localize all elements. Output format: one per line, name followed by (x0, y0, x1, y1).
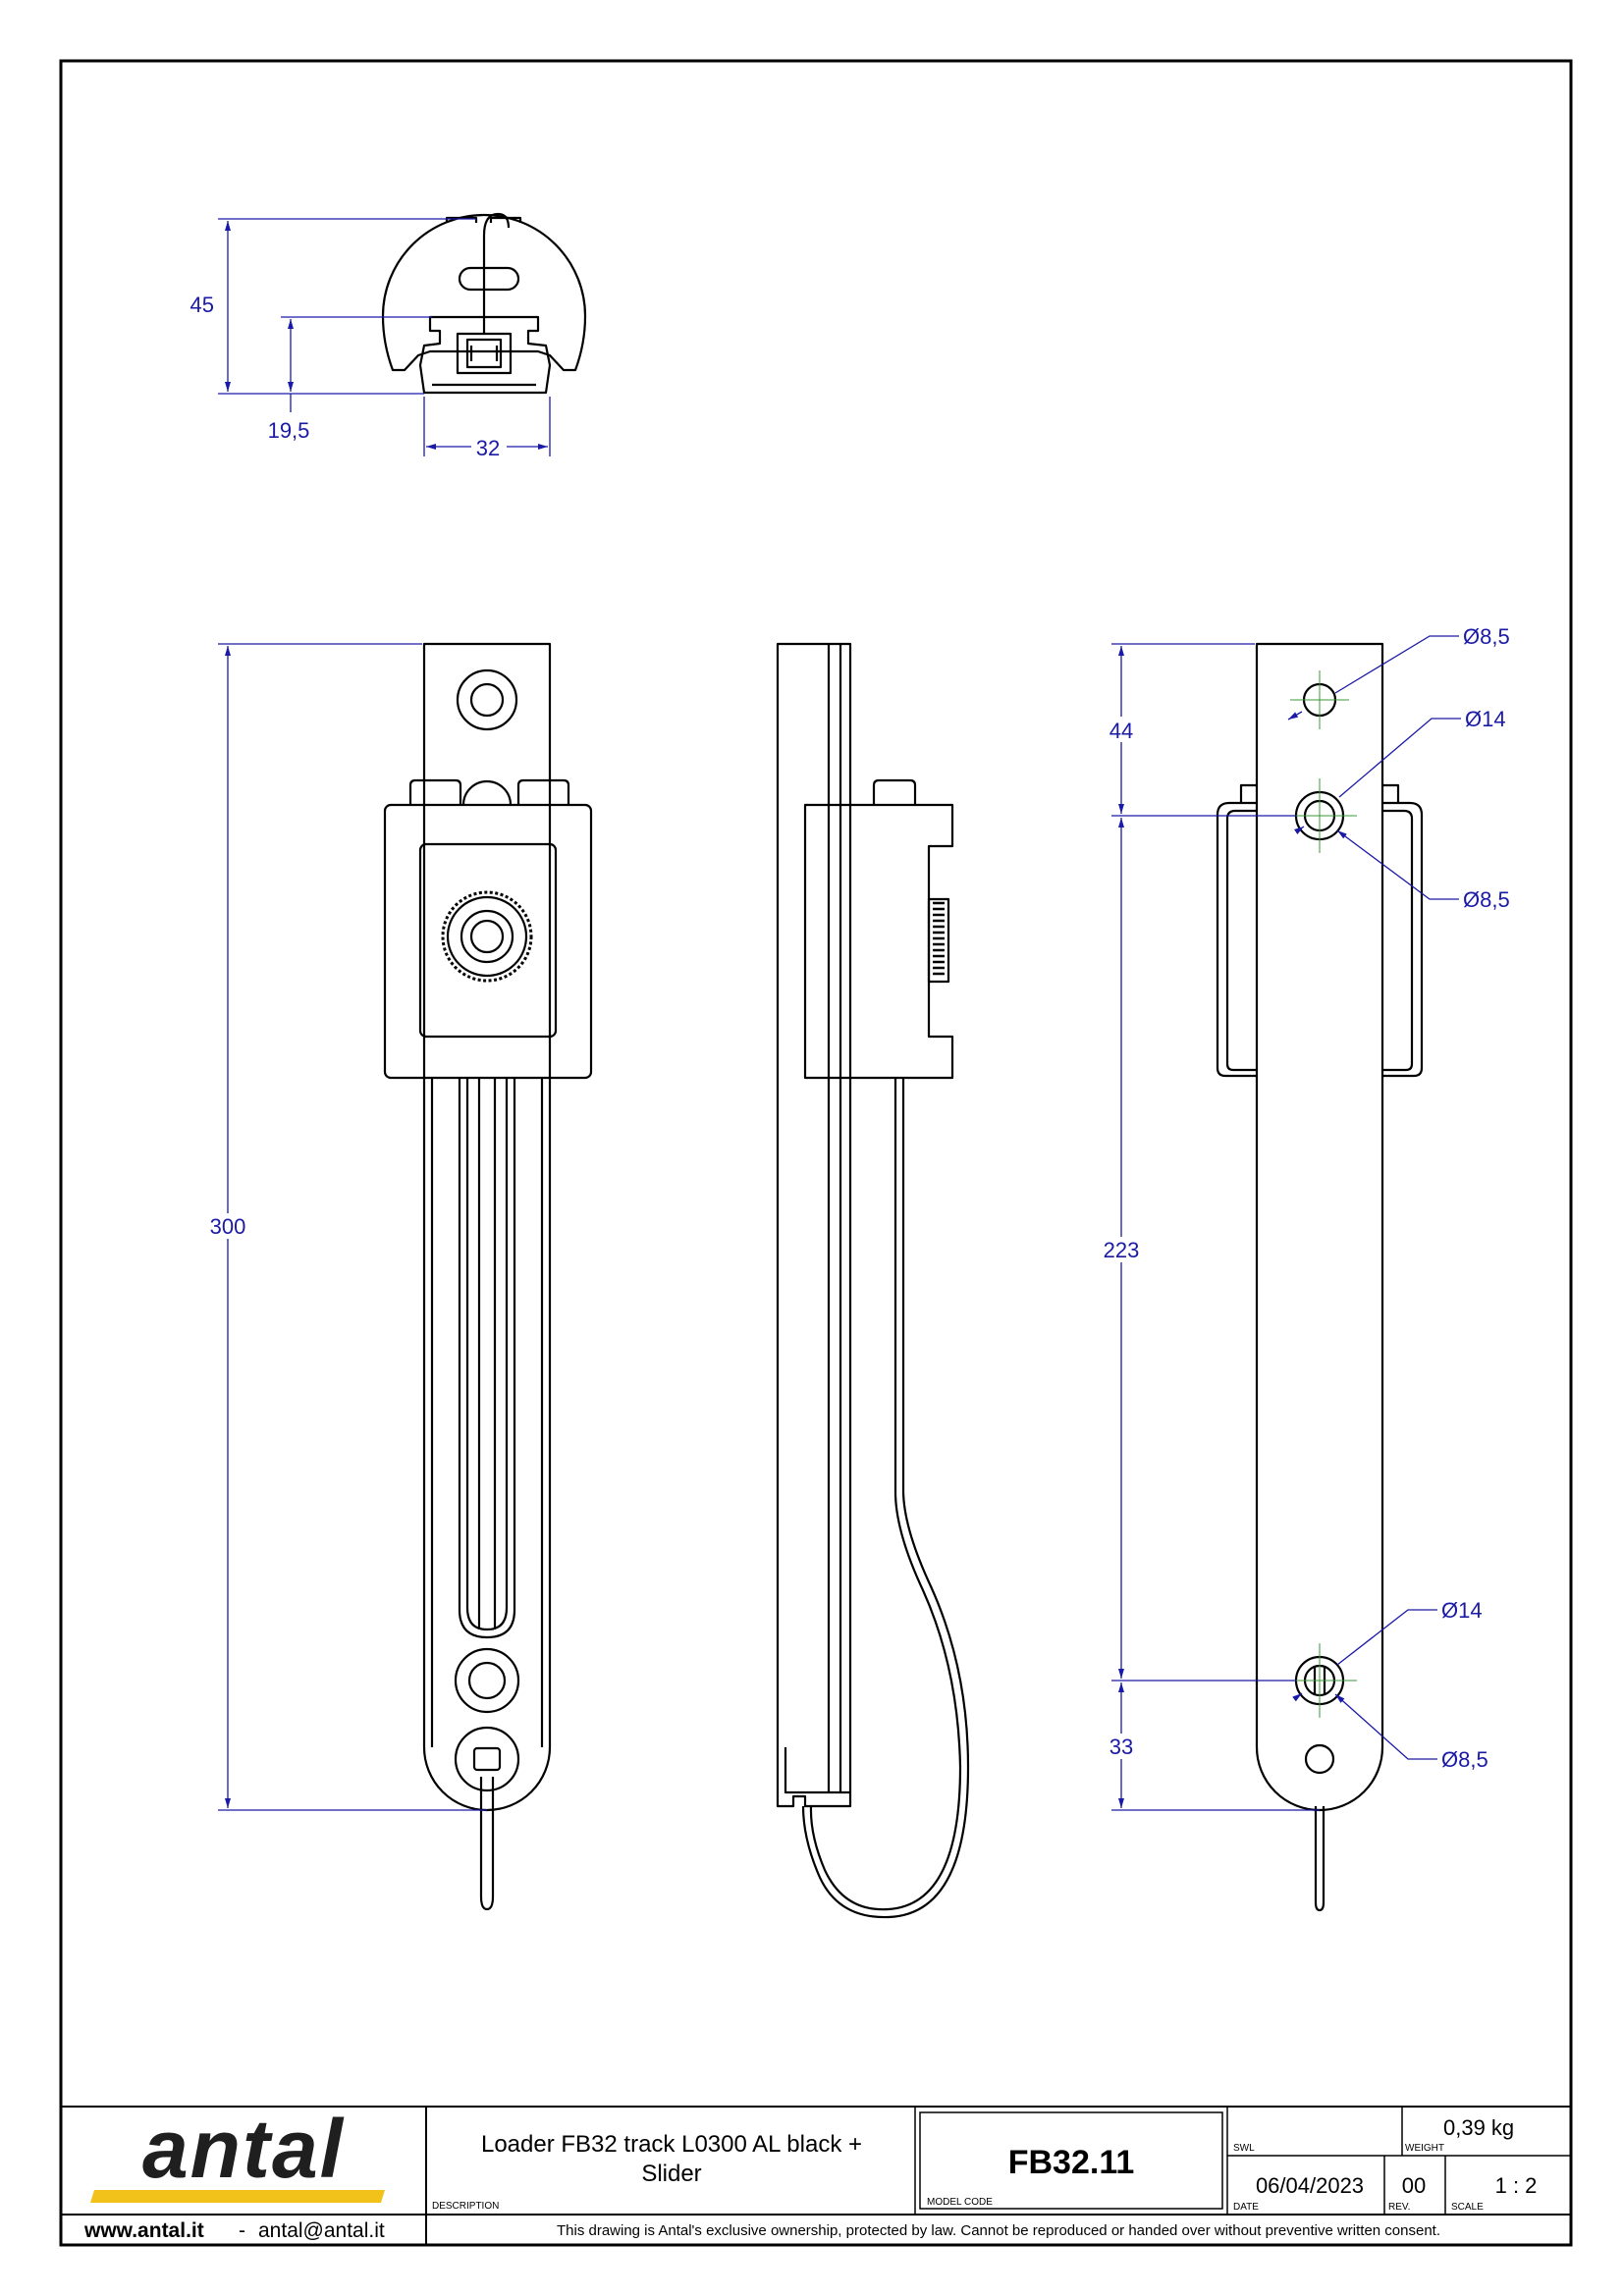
dim-hole-top-offset: 44 (1109, 719, 1133, 743)
antal-logo: antal (90, 2103, 385, 2203)
dim-top-inner-height: 19,5 (268, 418, 310, 443)
date-label: DATE (1233, 2202, 1259, 2213)
website-link[interactable]: www.antal.it (83, 2219, 204, 2242)
scale-label: SCALE (1451, 2202, 1484, 2213)
dim-dia-lower-counterbore: Ø14 (1441, 1598, 1483, 1623)
weight-value: 0,39 kg (1443, 2115, 1514, 2140)
weight-label: WEIGHT (1405, 2143, 1444, 2154)
title-block (61, 2106, 1571, 2245)
drawing-frame (59, 59, 1573, 2247)
model-code: FB32.11 (1008, 2144, 1135, 2181)
dim-hole-spacing: 223 (1104, 1238, 1140, 1262)
swl-label: SWL (1233, 2143, 1255, 2154)
description-label: DESCRIPTION (432, 2201, 499, 2212)
front-view (383, 642, 593, 1911)
dim-top-width: 32 (476, 436, 500, 460)
dim-top-height: 45 (190, 293, 214, 317)
model-code-label: MODEL CODE (927, 2197, 993, 2208)
dim-dia-upper-hole: Ø8,5 (1463, 887, 1510, 912)
email-link[interactable]: antal@antal.it (258, 2219, 385, 2242)
rev-label: REV. (1388, 2202, 1410, 2213)
scale-value: 1 : 2 (1495, 2173, 1538, 2198)
dim-overall-length: 300 (210, 1214, 246, 1239)
dim-hole-bottom-offset: 33 (1109, 1735, 1133, 1759)
side-view (776, 642, 970, 1919)
dim-dia-lower-hole: Ø8,5 (1441, 1747, 1488, 1772)
description-line-1: Loader FB32 track L0300 AL black + (481, 2131, 862, 2158)
front-view-dims (218, 643, 487, 1811)
date-value: 06/04/2023 (1256, 2173, 1364, 2198)
top-view (381, 212, 587, 395)
copyright-notice: This drawing is Antal's exclusive owners… (557, 2222, 1440, 2239)
svg-text:antal: antal (142, 2103, 345, 2195)
dim-dia-top-hole: Ø8,5 (1463, 624, 1510, 649)
dim-dia-upper-counterbore: Ø14 (1465, 707, 1506, 731)
description-line-2: Slider (641, 2161, 701, 2187)
contact-separator: - (239, 2219, 245, 2242)
rev-value: 00 (1402, 2173, 1426, 2198)
back-view-centerlines (1282, 670, 1357, 1718)
